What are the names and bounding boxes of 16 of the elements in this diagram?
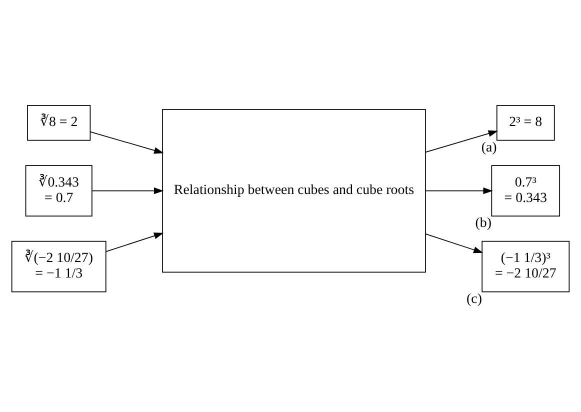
node-label: (c)	[466, 291, 482, 306]
node-label: (b)	[475, 216, 492, 231]
arrow	[425, 186, 493, 194]
arrow	[425, 130, 498, 152]
node-box: ∛(−2 10/27) = −1 1/3	[11, 240, 106, 292]
arrow	[90, 130, 164, 154]
node-box: 2³ = 8	[496, 104, 555, 140]
arrow	[92, 186, 164, 194]
arrow	[425, 232, 484, 253]
node-box: ∛0.343 = 0.7	[25, 164, 92, 216]
arrow	[106, 232, 164, 252]
node-box: (−1 1/3)³ = −2 10/27	[482, 240, 570, 292]
node-box: ∛8 = 2	[27, 104, 91, 140]
node-box: Relationship between cubes and cube roots	[162, 108, 426, 272]
node-box: 0.7³ = 0.343	[491, 164, 560, 216]
node-label: (a)	[481, 140, 497, 155]
